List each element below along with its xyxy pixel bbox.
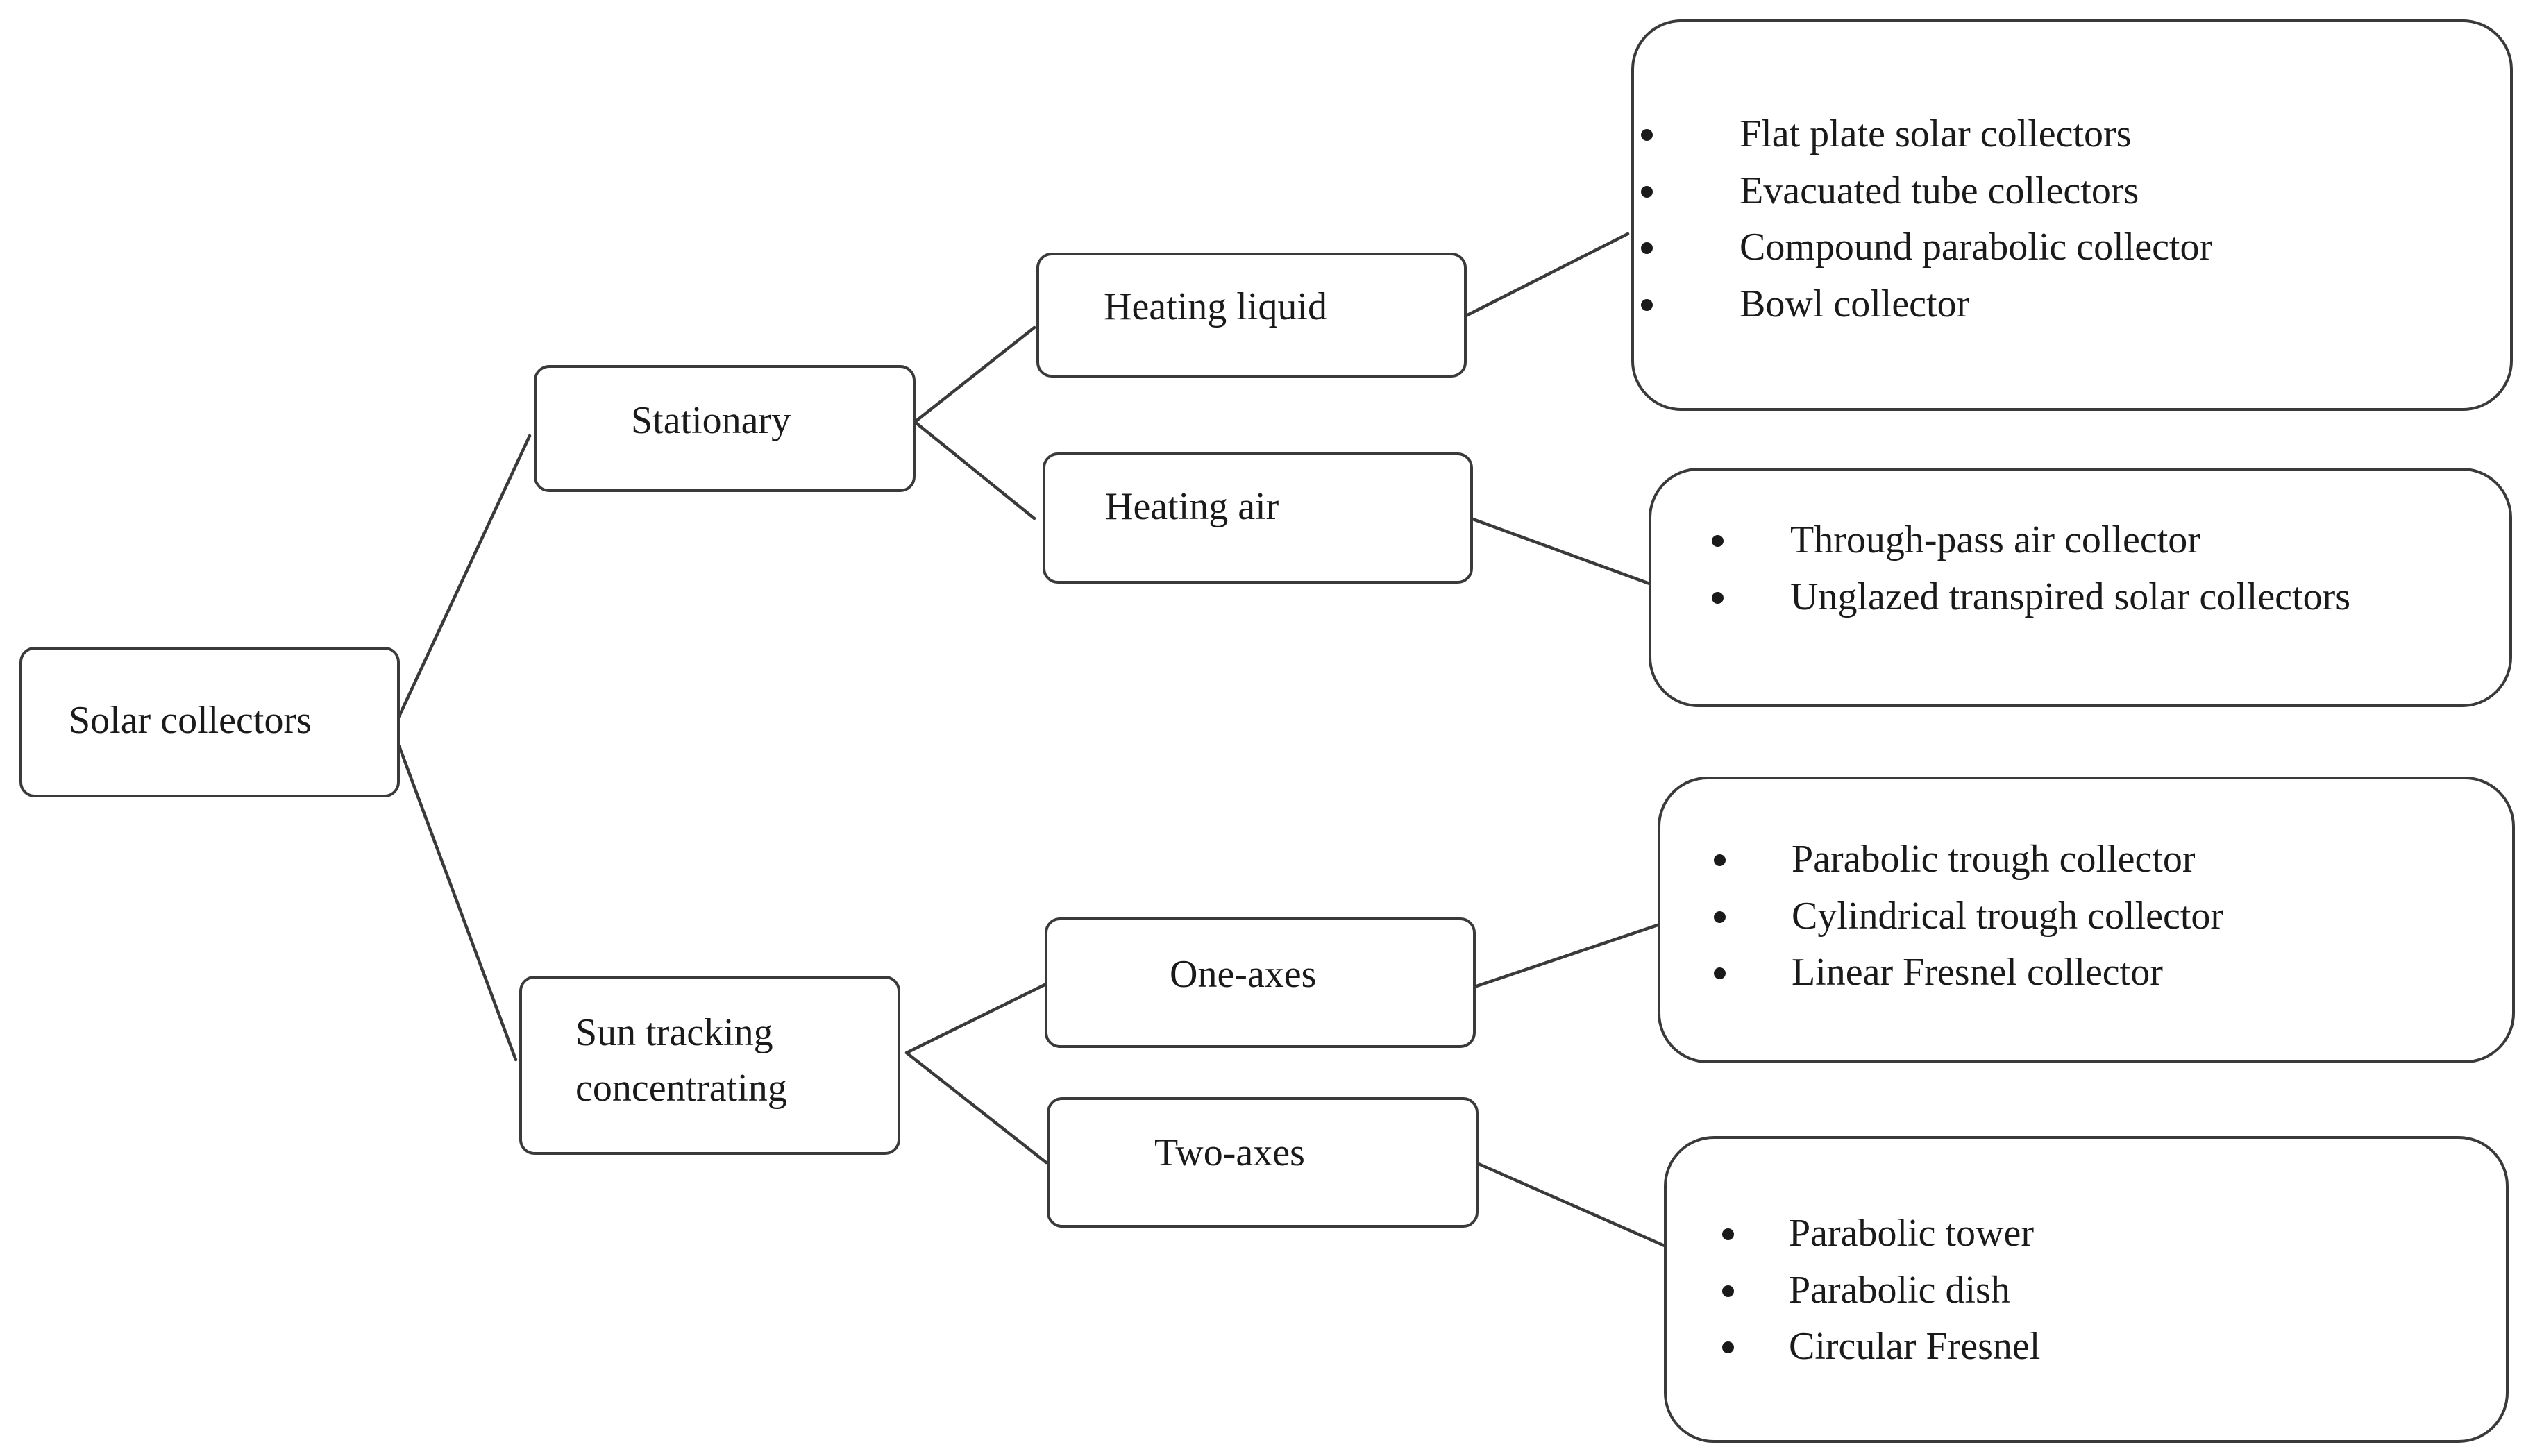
list-item: Parabolic trough collector — [1714, 831, 2223, 888]
node-solar-collectors: Solar collectors — [19, 647, 400, 797]
list-item: Compound parabolic collector — [1641, 219, 2213, 276]
node-label-solar-collectors: Solar collectors — [69, 699, 312, 742]
connector-stationary-to-heating-liquid — [913, 325, 1036, 424]
list-item: Through-pass air collector — [1712, 512, 2350, 569]
bullet-icon — [1722, 1285, 1734, 1297]
list-item-text: Bowl collector — [1740, 282, 1970, 325]
list-item-text: Parabolic tower — [1789, 1212, 2034, 1255]
node-label-two-axes: Two-axes — [1154, 1131, 1305, 1174]
bullet-icon — [1714, 854, 1726, 866]
list-item: Flat plate solar collectors — [1641, 106, 2212, 163]
list-item-text: Cylindrical trough collector — [1792, 894, 2224, 938]
node-heating-air: Heating air — [1043, 452, 1473, 584]
list-heating-air-collectors: Through-pass air collector Unglazed tran… — [1649, 468, 2512, 707]
connector-root-to-stationary — [397, 434, 532, 718]
list-item-text: Flat plate solar collectors — [1740, 112, 2132, 155]
list-item: Parabolic tower — [1722, 1205, 2040, 1262]
connector-root-to-sun-tracking — [397, 744, 518, 1062]
connector-stationary-to-heating-air — [913, 420, 1036, 520]
bullet-icon — [1722, 1341, 1734, 1353]
node-label-heating-air: Heating air — [1105, 485, 1279, 528]
list-item-text: Circular Fresnel — [1789, 1325, 2041, 1368]
node-label-one-axes: One-axes — [1170, 953, 1317, 996]
connector-one-axes-to-list — [1474, 922, 1662, 988]
list-item: Circular Fresnel — [1722, 1319, 2041, 1375]
connector-heating-liquid-to-list — [1464, 232, 1630, 318]
list-heating-liquid-collectors: Flat plate solar collectors Evacuated tu… — [1631, 19, 2513, 411]
list-item-text: Unglazed transpired solar collectors — [1790, 575, 2351, 618]
node-sun-tracking-concentrating: Sun tracking concentrating — [519, 976, 900, 1155]
list-item-text: Linear Fresnel collector — [1792, 951, 2163, 994]
connector-sun-tracking-to-two-axes — [904, 1051, 1048, 1165]
list-item-text: Through-pass air collector — [1790, 518, 2200, 561]
connector-two-axes-to-list — [1476, 1162, 1668, 1248]
bullet-icon — [1722, 1228, 1734, 1240]
node-heating-liquid: Heating liquid — [1036, 253, 1467, 378]
bullet-icon — [1712, 535, 1724, 547]
node-label-sun-tracking-concentrating: Sun tracking concentrating — [575, 1011, 787, 1110]
list-item-text: Parabolic trough collector — [1792, 838, 2196, 881]
bullet-icon — [1714, 967, 1726, 979]
list-item-text: Parabolic dish — [1789, 1268, 2010, 1312]
list-one-axes-collectors: Parabolic trough collector Cylindrical t… — [1658, 777, 2515, 1063]
list-item-text: Evacuated tube collectors — [1740, 169, 2139, 212]
bullet-icon — [1641, 185, 1653, 198]
node-label-heating-liquid: Heating liquid — [1104, 285, 1327, 328]
node-stationary: Stationary — [534, 365, 916, 492]
list-item: Cylindrical trough collector — [1714, 888, 2224, 945]
list-item: Linear Fresnel collector — [1714, 945, 2223, 1001]
list-two-axes-collectors: Parabolic tower Parabolic dish Circular … — [1664, 1136, 2509, 1443]
bullet-icon — [1641, 129, 1653, 141]
bullet-icon — [1641, 242, 1653, 254]
node-two-axes: Two-axes — [1047, 1097, 1479, 1228]
bullet-icon — [1712, 591, 1724, 604]
connector-heating-air-to-list — [1469, 516, 1653, 586]
list-item: Parabolic dish — [1722, 1262, 2040, 1319]
connector-sun-tracking-to-one-axes — [904, 983, 1047, 1055]
list-item-text: Compound parabolic collector — [1740, 226, 2213, 269]
bullet-icon — [1714, 911, 1726, 923]
list-item: Unglazed transpired solar collectors — [1712, 569, 2351, 626]
list-item: Bowl collector — [1641, 276, 2212, 333]
bullet-icon — [1641, 298, 1653, 311]
node-label-stationary: Stationary — [631, 399, 791, 442]
node-one-axes: One-axes — [1045, 917, 1476, 1048]
list-item: Evacuated tube collectors — [1641, 163, 2212, 220]
